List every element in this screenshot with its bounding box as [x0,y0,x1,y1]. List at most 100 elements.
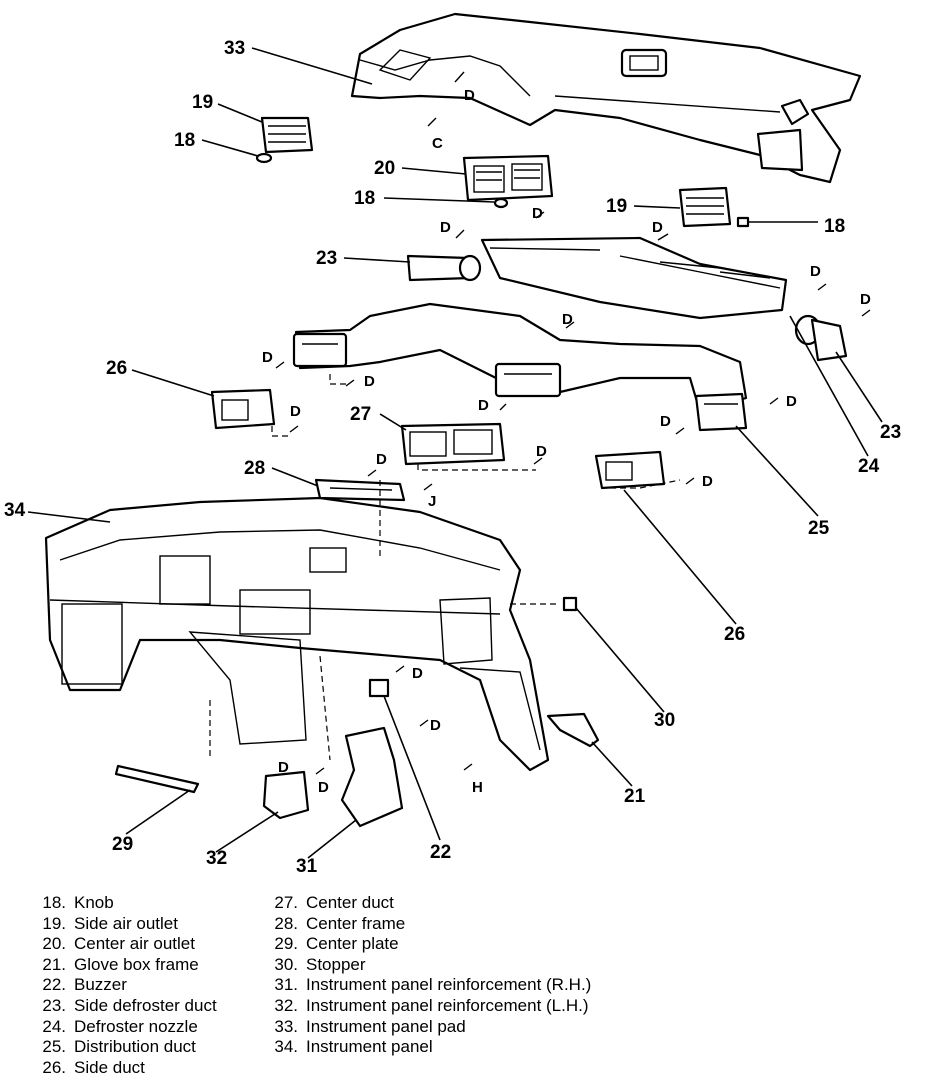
legend-number: 33. [274,1016,298,1036]
legend-item: 20. Center air outlet [30,934,217,955]
callout-labels: 33 19 18 20 18 19 18 23 26 27 28 34 23 2… [4,38,901,877]
fastener-d: D [440,219,451,236]
fastener-c: C [432,135,443,152]
callout-19: 19 [606,196,627,217]
fastener-d: D [290,403,301,420]
fastener-d: D [562,311,573,328]
legend-item: 28. Center frame [262,914,591,935]
callout-33: 33 [224,38,245,59]
legend-number: 22. [42,975,66,995]
legend-number: 21. [42,954,66,974]
callout-23: 23 [316,248,337,269]
legend-number: 29. [274,934,298,954]
legend-name: Instrument panel [306,1037,433,1057]
legend-number: 23. [42,995,66,1015]
side-duct-left [210,388,276,430]
fastener-d: D [478,397,489,414]
legend-number: 28. [274,913,298,933]
fastener-d: D [810,263,821,280]
center-plate [114,764,200,794]
distribution-duct [292,302,748,432]
instrument-panel-pad [350,12,862,184]
legend-name: Instrument panel reinforcement (R.H.) [306,975,592,995]
fastener-d: D [430,717,441,734]
knob-right [736,216,750,228]
fastener-d: D [660,413,671,430]
fastener-d: D [652,219,663,236]
legend-item: 30.Stopper [262,955,591,976]
legend-name: Side air outlet [74,913,178,933]
legend-number: 27. [274,893,298,912]
legend-name: Defroster nozzle [74,1016,198,1036]
leader-lines [27,47,883,859]
fastener-d: D [786,393,797,410]
legend-item: 19.Side air outlet [30,914,217,935]
legend-name: Center duct [306,893,394,912]
fastener-d: D [702,473,713,490]
legend-number: 31. [274,975,298,995]
legend-name: Side defroster duct [74,995,217,1015]
legend-name: Distribution duct [74,1037,196,1057]
fasteners [275,71,871,775]
center-duct [400,422,506,466]
fastener-d: D [412,665,423,682]
knob-left [255,152,273,164]
legend-number: 34. [274,1037,298,1057]
legend-name: Center air outlet [74,934,195,954]
legend-item: 29. Center plate [262,934,591,955]
callout-25: 25 [808,518,830,539]
legend-item: 23. Side defroster duct [30,995,217,1017]
callout-31: 31 [296,856,318,877]
callout-18: 18 [354,188,375,209]
assembly-guides [209,374,681,761]
side-defroster-duct-right [794,314,848,362]
callout-26: 26 [106,358,127,379]
callout-27: 27 [350,404,371,425]
callout-18: 18 [824,216,845,237]
fastener-d: D [532,205,543,222]
callout-28: 28 [244,458,265,479]
callout-32: 32 [206,848,227,869]
fastener-d: D [364,373,375,390]
center-frame [314,478,406,502]
legend-name: Center plate [306,934,399,954]
callout-26: 26 [724,624,745,645]
fastener-d: D [860,291,871,308]
buzzer [368,678,390,698]
callout-30: 30 [654,710,675,731]
parts-legend-left: 18.Knob 19.Side air outlet 20. Center air… [30,893,217,1078]
legend-name: Instrument panel pad [306,1016,466,1036]
callout-20: 20 [374,158,395,179]
fastener-d: D [464,87,475,104]
callout-22: 22 [430,842,451,863]
side-air-outlet-right [678,186,732,228]
legend-number: 32. [274,995,298,1015]
legend-item: 21.Glove box frame [30,955,217,976]
fastener-h: H [472,779,483,796]
legend-item: 32. Instrument panel reinforcement (L.H.) [262,996,591,1017]
legend-name: Center frame [306,913,406,933]
fastener-letters: D C D D D D D D D D D D D D D D J D D D … [262,87,871,796]
instrument-panel [44,496,550,772]
side-defroster-duct-left [406,254,482,282]
instrument-panel-reinforcement-lh [262,770,310,820]
callout-23: 23 [880,422,901,443]
legend-item: 33. Instrument panel pad [262,1017,591,1038]
legend-number: 26. [42,1057,66,1077]
legend-item: 34. Instrument panel [262,1037,591,1058]
callout-29: 29 [112,834,133,855]
legend-name: Instrument panel reinforcement (L.H.) [306,995,589,1015]
legend-number: 20. [42,934,66,954]
defroster-nozzle [480,236,788,320]
side-duct-right [594,450,666,490]
stopper [562,596,578,612]
side-air-outlet-left [260,116,314,154]
legend-name: Buzzer [74,975,127,995]
legend-item: 18.Knob [30,893,217,914]
instrument-panel-reinforcement-rh [340,726,404,828]
legend-item: 27. Center duct [262,893,591,914]
fastener-d: D [536,443,547,460]
knob-center [493,197,509,209]
callout-19: 19 [192,92,213,113]
fastener-d: D [278,759,289,776]
